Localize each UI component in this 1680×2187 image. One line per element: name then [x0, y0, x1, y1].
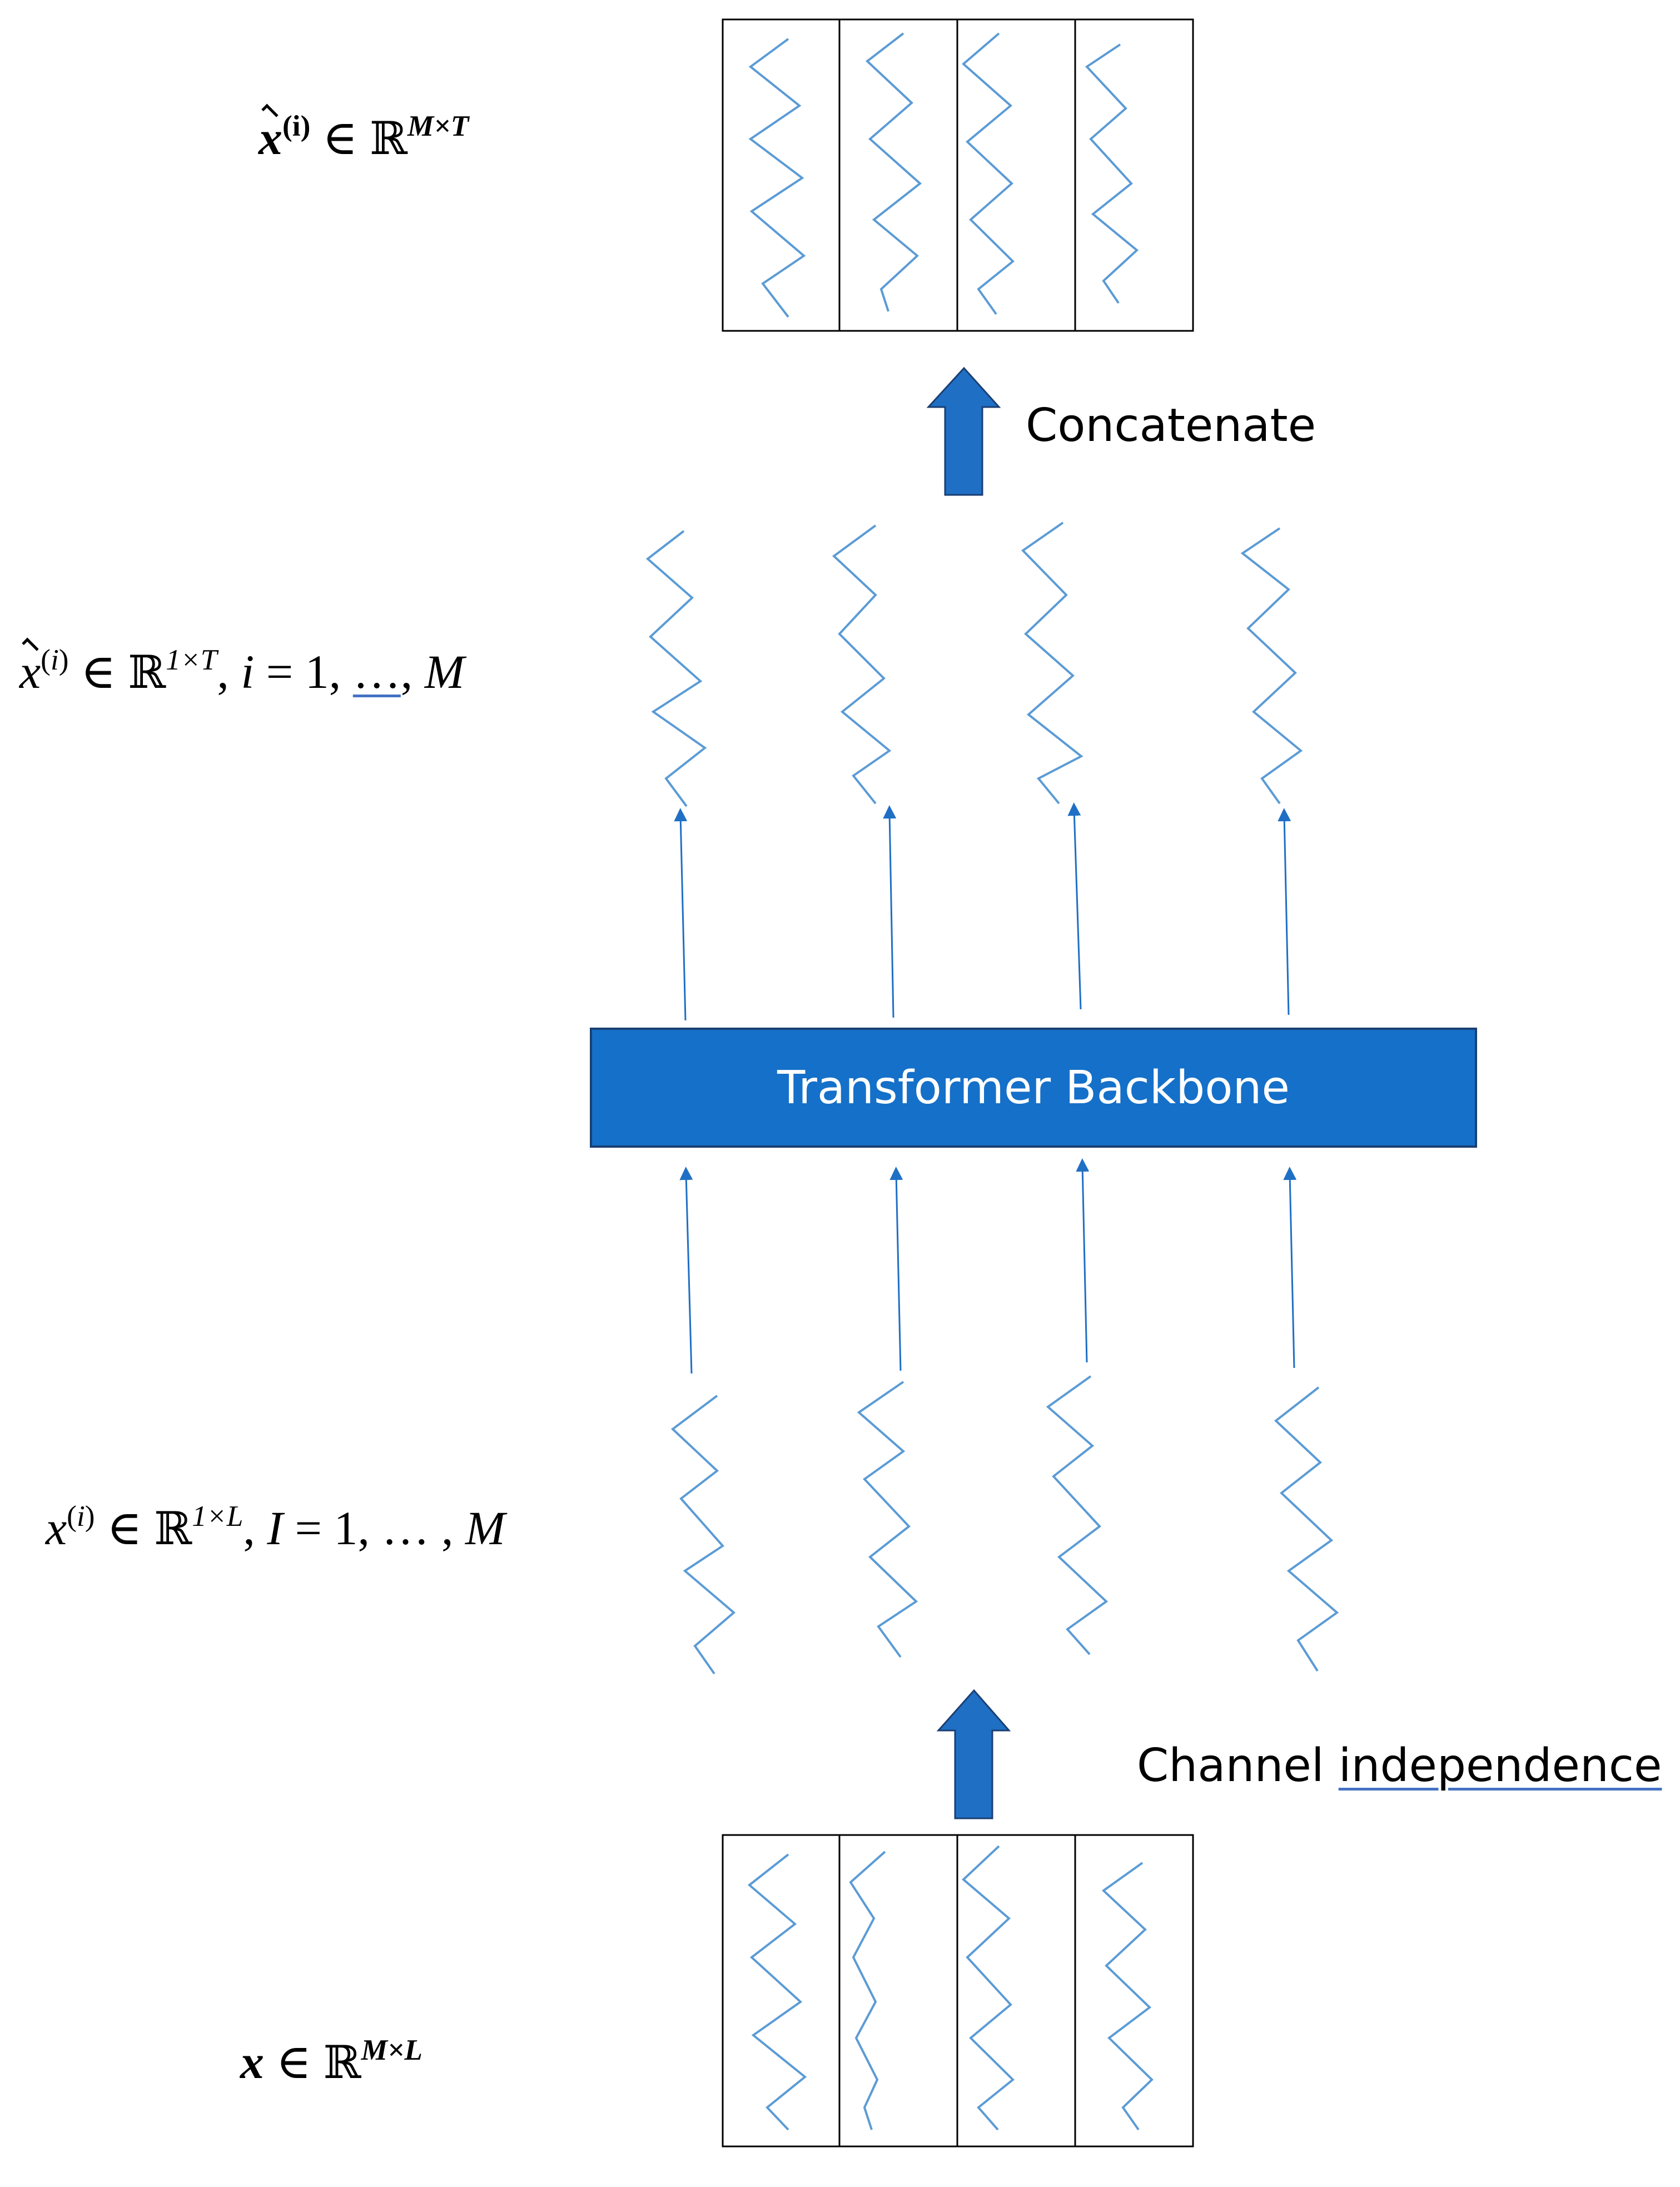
output-matrix — [722, 18, 1194, 332]
output-matrix-superscript: (i) — [282, 108, 311, 142]
output-matrix-dims: M×T — [407, 108, 469, 142]
input-series-1 — [670, 1395, 736, 1675]
channel-independence-label: Channel independence — [1137, 1743, 1662, 1789]
input-flow-arrow — [679, 1167, 693, 1374]
output-series-3 — [1021, 522, 1083, 805]
reals-symbol: ℝ — [323, 2036, 361, 2089]
element-of-symbol: ∈ — [322, 111, 358, 165]
index-range: = 1, — [254, 645, 353, 698]
index-variable: I — [267, 1501, 284, 1555]
input-matrix-symbol: x — [240, 2035, 264, 2089]
element-of-symbol: ∈ — [81, 645, 116, 698]
transformer-backbone-label: Transformer Backbone — [777, 1061, 1290, 1114]
input-series-dims: 1×L — [192, 1499, 243, 1533]
element-of-symbol: ∈ — [276, 2035, 312, 2089]
input-matrix — [722, 1834, 1194, 2148]
ellipsis: … — [352, 645, 401, 698]
output-flow-arrow — [883, 805, 897, 1018]
output-matrix-series-4 — [1085, 43, 1139, 304]
input-series-4 — [1274, 1386, 1339, 1672]
input-series-3 — [1046, 1375, 1109, 1655]
reals-symbol: ℝ — [370, 112, 407, 165]
input-flow-arrow — [1076, 1158, 1090, 1363]
concatenate-arrow — [926, 366, 1001, 496]
input-matrix-dims: M×L — [361, 2032, 423, 2066]
output-series-symbol: x — [19, 645, 41, 698]
ellipsis: … — [381, 1501, 430, 1555]
concatenate-label: Concatenate — [1026, 399, 1316, 452]
output-matrix-symbol: x — [259, 111, 282, 165]
output-series-1 — [645, 530, 707, 807]
input-series-label: x(i) ∈ ℝ1×L, I = 1, … , M — [46, 1499, 505, 1555]
input-matrix-series-3 — [962, 1845, 1015, 2131]
input-matrix-label: x ∈ ℝM×L — [240, 2035, 423, 2089]
output-matrix-series-2 — [865, 32, 922, 312]
output-flow-arrow — [1067, 802, 1082, 1010]
output-matrix-label: x(i) ∈ ℝM×T — [259, 111, 469, 165]
input-series-2 — [857, 1381, 918, 1658]
independence-word: independence — [1338, 1739, 1662, 1792]
output-matrix-series-1 — [748, 38, 806, 318]
output-series-dims: 1×T — [166, 642, 217, 676]
output-series-2 — [832, 524, 892, 805]
element-of-symbol: ∈ — [107, 1501, 142, 1555]
output-series-superscript: (i) — [41, 642, 69, 676]
reals-symbol: ℝ — [154, 1502, 192, 1555]
output-flow-arrow — [674, 808, 688, 1021]
output-series-label: x(i) ∈ ℝ1×T, i = 1, …, M — [19, 642, 465, 699]
input-flow-arrow — [1283, 1167, 1297, 1368]
output-flow-arrow — [1278, 808, 1291, 1015]
channel-word: Channel — [1137, 1739, 1324, 1792]
input-series-symbol: x — [46, 1501, 67, 1555]
channel-count: M — [424, 645, 465, 698]
input-matrix-series-1 — [747, 1853, 807, 2131]
output-series-4 — [1240, 527, 1303, 805]
input-series-superscript: (i) — [67, 1499, 95, 1533]
input-flow-arrow — [889, 1167, 903, 1371]
channel-count: M — [465, 1501, 505, 1555]
index-range: = 1, — [283, 1501, 382, 1555]
input-matrix-series-2 — [849, 1851, 886, 2130]
output-matrix-series-3 — [961, 32, 1015, 315]
reals-symbol: ℝ — [128, 646, 166, 699]
input-matrix-series-4 — [1101, 1862, 1154, 2131]
index-variable: i — [241, 645, 255, 698]
channel-independence-arrow — [936, 1689, 1011, 1819]
transformer-backbone-block — [590, 1028, 1477, 1148]
